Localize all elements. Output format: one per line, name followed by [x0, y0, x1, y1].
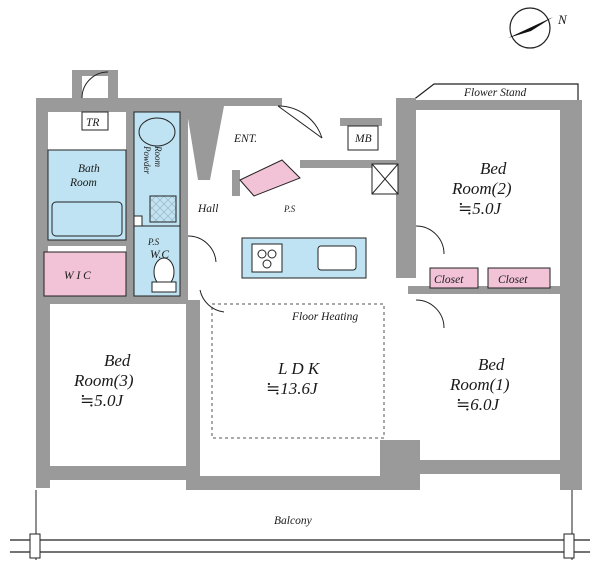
tr-door-swing [81, 71, 109, 99]
flower-stand-label: Flower Stand [463, 87, 527, 99]
balcony: Balcony [10, 490, 590, 560]
closet-left [429, 267, 479, 289]
powder-label-1: Powder [142, 145, 152, 174]
washer-pan [149, 195, 177, 223]
floor-heating-area [211, 303, 385, 439]
bed1-door-swing [415, 299, 445, 329]
shoe-box [239, 159, 301, 197]
compass-north-label: N [557, 12, 568, 27]
bath-label-1: Bath [78, 163, 100, 175]
bed1-size: ≒6.0J [456, 395, 500, 414]
bed-room-3: Bed Room(3) ≒5.0J [73, 351, 134, 410]
entrance-door-swing [277, 105, 323, 139]
meter-box: MB [347, 125, 379, 151]
trunk-room: TR [81, 71, 109, 131]
bed3-label-2: Room(3) [73, 371, 134, 390]
bed1-label-2: Room(1) [449, 375, 510, 394]
ldk-size: ≒13.6J [266, 379, 319, 398]
wc: P.S W.C [133, 215, 181, 297]
closet-right-label: Closet [498, 274, 528, 286]
bed2-label-2: Room(2) [451, 179, 512, 198]
washbasin [138, 117, 176, 147]
bed3-label-1: Bed [104, 351, 131, 370]
closet-left-label: Closet [434, 274, 464, 286]
bath-room: Bath Room [47, 149, 127, 241]
compass-needle-icon [508, 17, 553, 38]
powder-room: Powder Room [133, 111, 181, 227]
ent-label: ENT. [233, 133, 257, 145]
ps-shaft-wc [133, 215, 143, 227]
ldk-door-swing [199, 289, 225, 313]
stove-icon [251, 243, 283, 273]
entrance: ENT. P.S [233, 105, 323, 214]
closet-right [487, 267, 551, 289]
mb-label: MB [354, 133, 372, 145]
ps-top-label: P.S [283, 204, 296, 214]
bathtub [51, 201, 123, 237]
bed2-size: ≒5.0J [458, 199, 502, 218]
wc-door-swing [187, 235, 217, 263]
closets: Closet Closet [429, 267, 551, 289]
bed2-label-1: Bed [480, 159, 507, 178]
compass: N [508, 7, 568, 49]
bed1-label-1: Bed [478, 355, 505, 374]
wic-label: W I C [64, 270, 91, 282]
balcony-label: Balcony [274, 515, 313, 527]
powder-label-2: Room [153, 145, 163, 167]
bed-room-1: Bed Room(1) ≒6.0J [415, 299, 510, 414]
walls [36, 70, 582, 490]
ldk: Floor Heating L D K ≒13.6J [199, 289, 385, 439]
walk-in-closet: W I C [43, 251, 127, 297]
bed2-door-swing [415, 225, 445, 255]
bed-room-2: Bed Room(2) ≒5.0J [415, 159, 512, 255]
bed3-size: ≒5.0J [80, 391, 124, 410]
floor-heating-label: Floor Heating [291, 311, 358, 323]
wc-label: W.C [150, 249, 169, 261]
sink-icon [317, 245, 357, 271]
bath-label-2: Room [69, 177, 97, 189]
kitchen-counter [241, 237, 367, 279]
ldk-label: L D K [277, 359, 321, 378]
ps-wc-label: P.S [147, 237, 160, 247]
hall-label: Hall [197, 203, 218, 215]
tr-label: TR [86, 117, 99, 129]
